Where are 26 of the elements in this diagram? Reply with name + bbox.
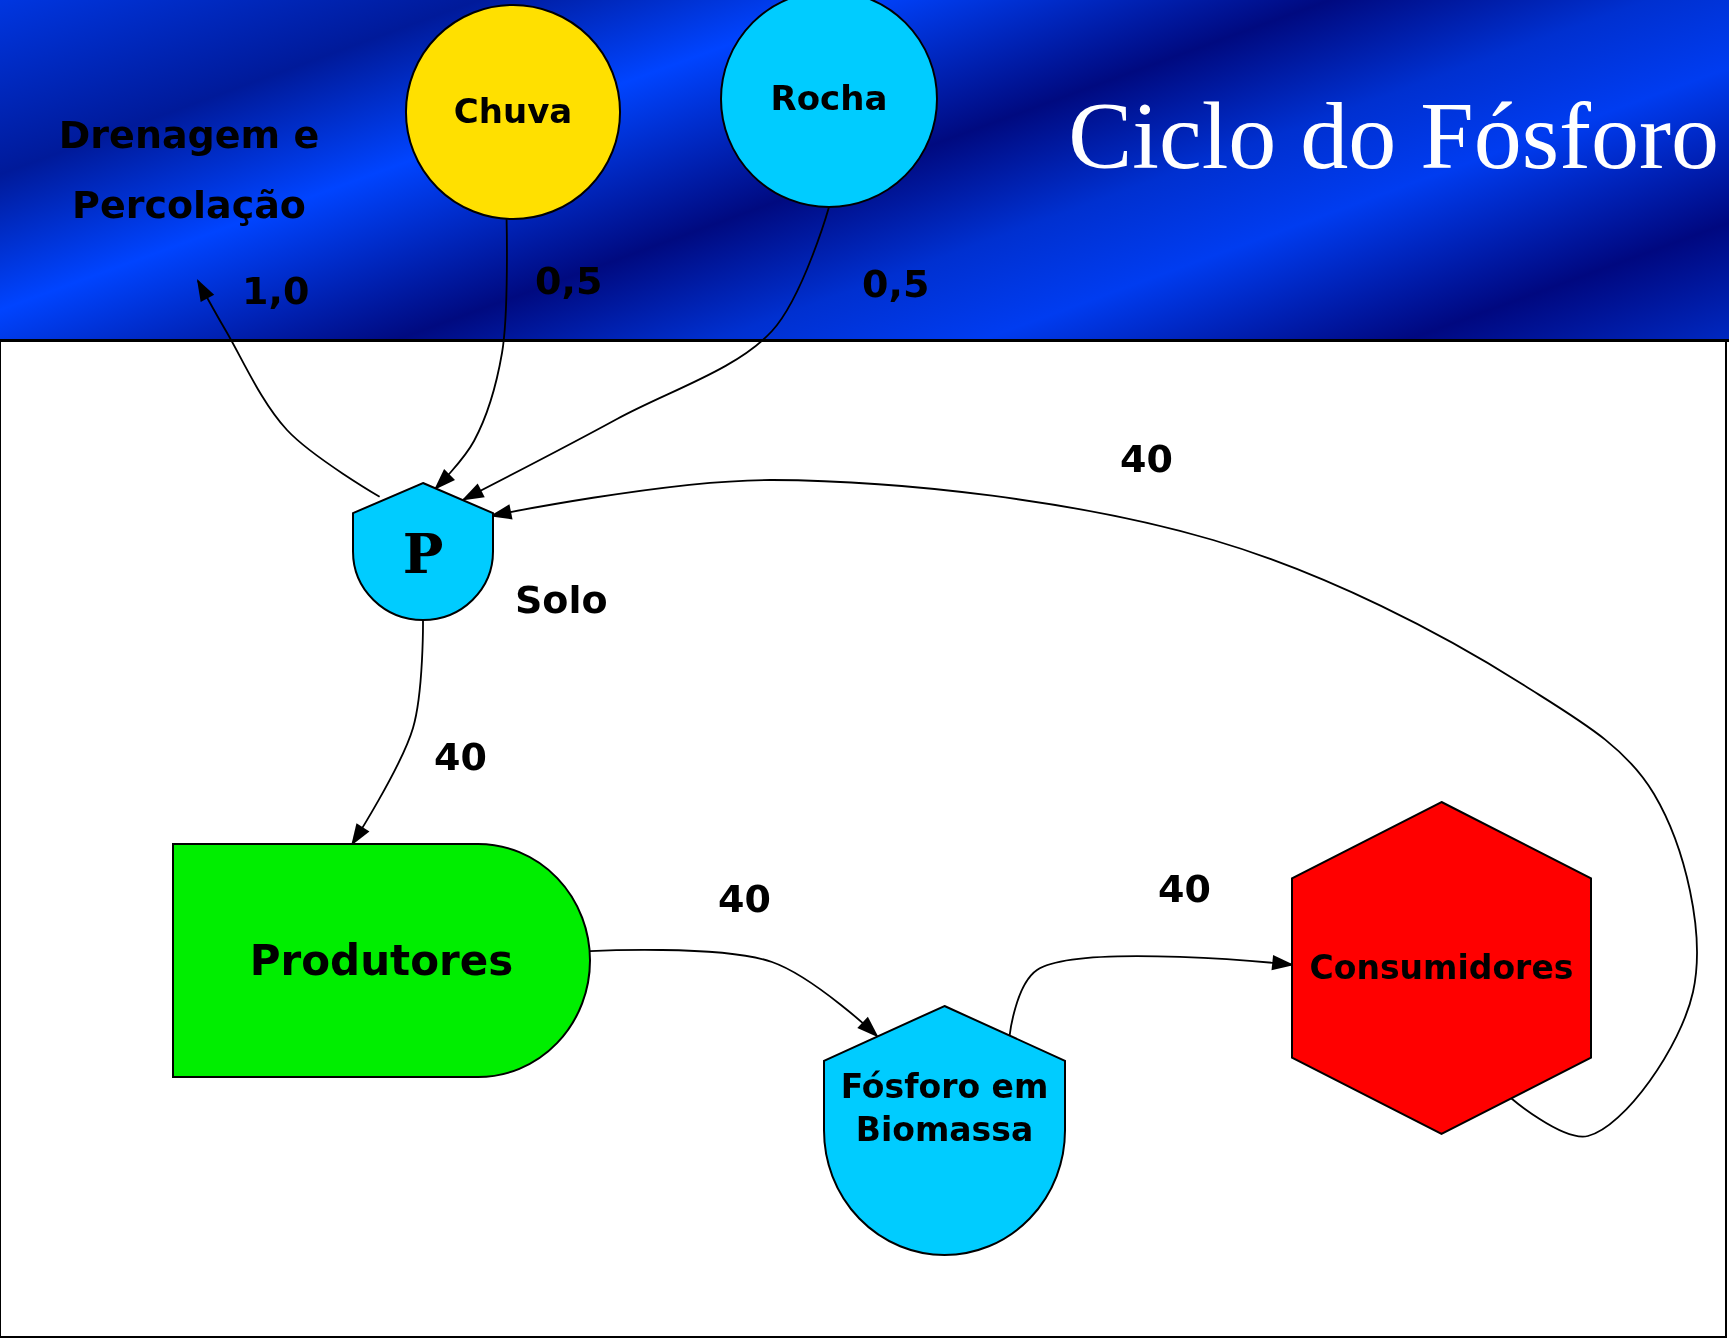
node-label: Drenagem e Percolação [57,112,321,230]
edge-label: 1,0 [242,272,310,310]
diagram-title: Ciclo do Fósforo [1068,88,1719,184]
soil-pool-shield [353,483,493,620]
node-label: Rocha [769,79,889,119]
edge-label: 0,5 [862,265,930,303]
edge-label: 40 [718,880,771,918]
flow-arrow [461,206,830,501]
node-caption: Solo [515,581,608,619]
edge-label: 40 [434,738,487,776]
source-circle [406,5,620,219]
flow-arrow [196,279,381,498]
node-label: Chuva [452,92,574,132]
node-label: Produtores [248,936,515,985]
node-label: P [401,523,445,586]
consumers-hexagon [1292,802,1591,1134]
flow-arrow [434,218,508,491]
edge-label: 40 [1158,870,1211,908]
edge-label: 0,5 [535,262,603,300]
producers-shape [173,844,590,1077]
node-label: Fósforo em Biomassa [839,1066,1050,1151]
edge-label: 40 [1120,440,1173,478]
biomass-shield [824,1006,1065,1255]
node-label: Consumidores [1308,949,1575,987]
flow-arrow [589,949,879,1038]
flow-arrow [351,619,424,846]
